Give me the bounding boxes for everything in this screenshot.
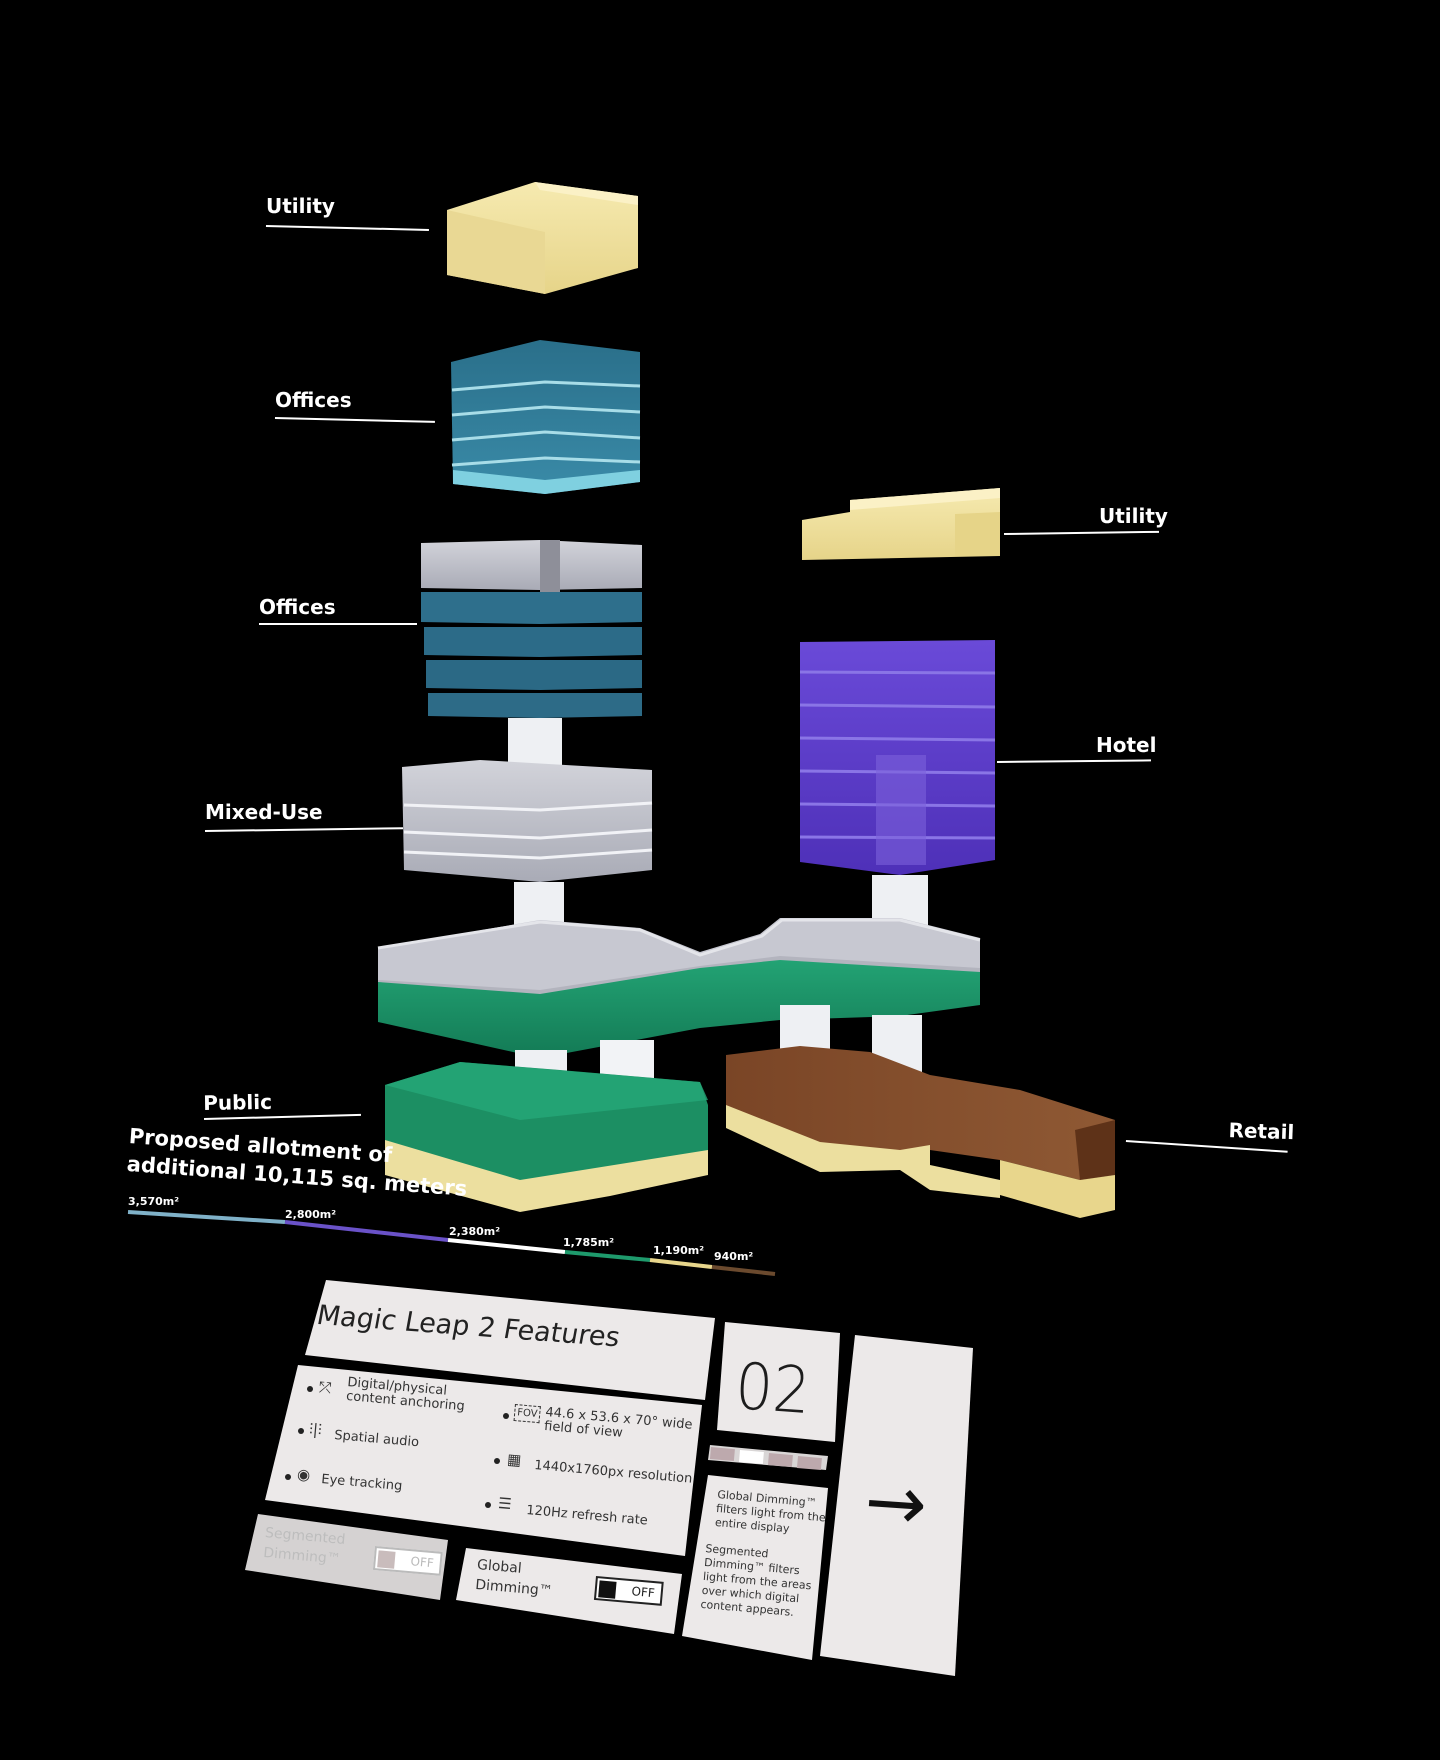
retail-block: [726, 1046, 1115, 1218]
utility-top-block: [447, 182, 638, 294]
utility-right-block: [802, 488, 1000, 560]
offices-lower-label: Offices: [259, 595, 336, 619]
retail-label: Retail: [1228, 1118, 1295, 1145]
offices-lower-leader: [259, 623, 417, 625]
offices-upper-block: [451, 340, 641, 494]
utility-right-label: Utility: [1099, 504, 1168, 528]
scale-label-3: 2,380m²: [449, 1225, 501, 1238]
allotment-scale-bar: [127, 1210, 776, 1276]
scale-label-6: 940m²: [714, 1250, 754, 1263]
public-label: Public: [203, 1089, 273, 1115]
scale-label-5: 1,190m²: [653, 1244, 705, 1257]
offices-upper-label: Offices: [275, 388, 352, 412]
scale-label-2: 2,800m²: [285, 1208, 337, 1221]
hotel-label: Hotel: [1096, 733, 1157, 757]
mixed-use-block: [402, 760, 653, 942]
hotel-block: [799, 640, 996, 945]
scale-label-1: 3,570m²: [128, 1195, 180, 1208]
utility-top-label: Utility: [266, 194, 335, 218]
scale-label-4: 1,785m²: [563, 1236, 615, 1249]
mixed-use-label: Mixed-Use: [205, 800, 323, 824]
offices-lower-block: [421, 540, 642, 766]
public-ground-block: [385, 1062, 708, 1212]
